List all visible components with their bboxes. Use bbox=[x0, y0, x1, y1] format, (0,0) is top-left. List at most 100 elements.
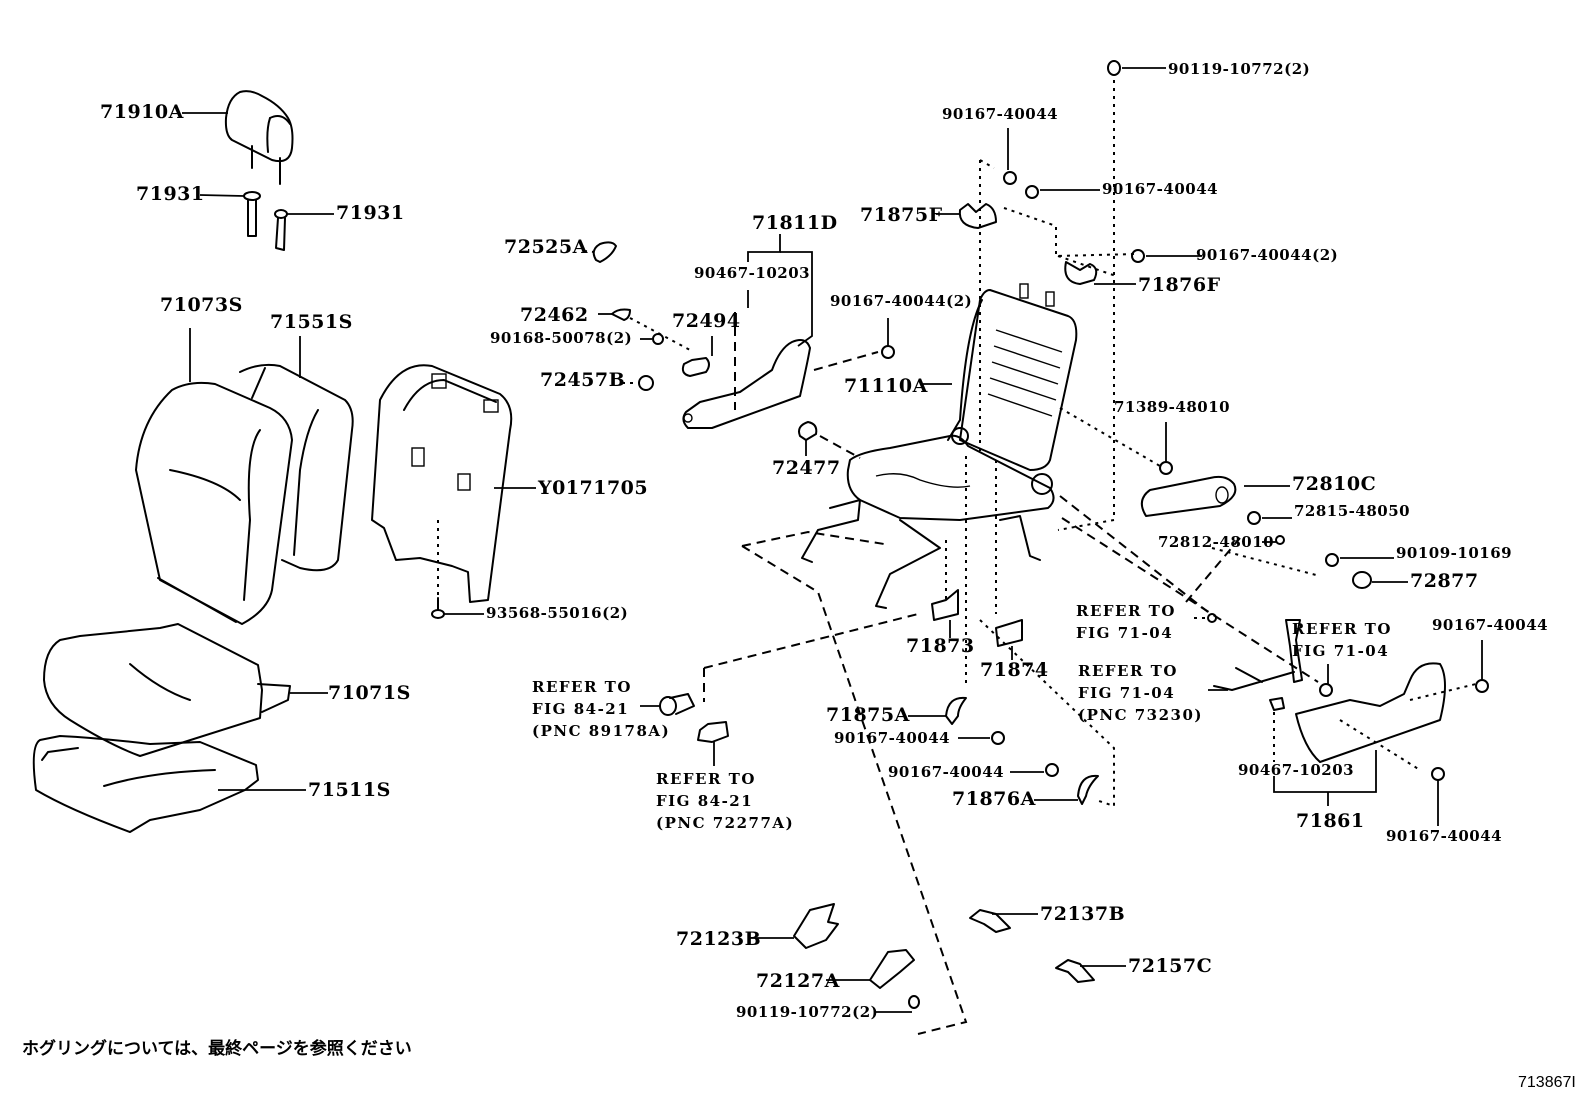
cover-72127A[interactable] bbox=[826, 949, 915, 989]
knob-72494[interactable] bbox=[681, 336, 713, 377]
ref-fig-71-04-b[interactable]: REFER TO FIG 71-04 bbox=[1292, 620, 1392, 660]
connector-89178A[interactable] bbox=[640, 693, 695, 716]
bolt-90167-e[interactable] bbox=[1475, 640, 1489, 693]
seatback-cover[interactable] bbox=[135, 328, 293, 625]
clip-72525A[interactable] bbox=[583, 241, 617, 263]
clip-72277A[interactable] bbox=[697, 721, 729, 766]
label-72157C[interactable]: 72157C bbox=[1128, 955, 1213, 977]
armrest-72810C[interactable] bbox=[1140, 475, 1290, 517]
seatback-board[interactable] bbox=[371, 364, 536, 603]
label-71511S[interactable]: 71511S bbox=[308, 779, 391, 801]
nut-buckle[interactable] bbox=[1319, 664, 1333, 697]
bracket-72137B[interactable] bbox=[969, 909, 1038, 933]
label-71931-right[interactable]: 71931 bbox=[336, 202, 405, 224]
label-72123B[interactable]: 72123B bbox=[676, 928, 762, 950]
label-71874[interactable]: 71874 bbox=[980, 659, 1049, 681]
screw-90168[interactable] bbox=[640, 333, 664, 345]
label-90167-40044-a[interactable]: 90167-40044 bbox=[942, 105, 1059, 123]
label-93568-55016[interactable]: 93568-55016(2) bbox=[486, 604, 629, 622]
label-71873[interactable]: 71873 bbox=[906, 635, 975, 657]
label-71931-left[interactable]: 71931 bbox=[136, 183, 205, 205]
label-71910A[interactable]: 71910A bbox=[100, 101, 184, 123]
label-72810C[interactable]: 72810C bbox=[1292, 473, 1377, 495]
label-90167-40044-f[interactable]: 90167-40044 bbox=[1386, 827, 1503, 845]
bolt-90167-2-right[interactable] bbox=[1131, 249, 1202, 263]
bracket-71874[interactable] bbox=[995, 619, 1023, 660]
label-90167-40044-b[interactable]: 90167-40044 bbox=[1102, 180, 1219, 198]
washer-72815[interactable] bbox=[1247, 511, 1292, 525]
spring-72812[interactable] bbox=[1262, 535, 1285, 545]
label-90167-40044-d[interactable]: 90167-40044 bbox=[888, 763, 1005, 781]
headrest-part[interactable] bbox=[182, 90, 294, 185]
bracket-71873[interactable] bbox=[931, 589, 959, 638]
cover-71876A[interactable] bbox=[1034, 774, 1099, 805]
bolt-90167-a[interactable] bbox=[1003, 128, 1017, 185]
bolt-90167-b[interactable] bbox=[1025, 185, 1100, 199]
cover-71875F[interactable] bbox=[936, 203, 997, 229]
label-72877[interactable]: 72877 bbox=[1410, 570, 1479, 592]
hog-ring-footnote: ホグリングについては、最終ページを参照ください bbox=[22, 1039, 412, 1059]
label-90167-40044-e[interactable]: 90167-40044 bbox=[1432, 616, 1549, 634]
cap-72877[interactable] bbox=[1352, 571, 1408, 589]
clip-72457B[interactable] bbox=[622, 375, 654, 391]
label-71551S[interactable]: 71551S bbox=[270, 311, 353, 333]
bracket-72157C[interactable] bbox=[1055, 959, 1126, 983]
label-72137B[interactable]: 72137B bbox=[1040, 903, 1126, 925]
bolt-90167-2-mid[interactable] bbox=[881, 318, 895, 359]
label-90167-40044-c[interactable]: 90167-40044 bbox=[834, 729, 951, 747]
nut-71389[interactable] bbox=[1159, 422, 1173, 475]
label-90467-10203-top[interactable]: 90467-10203 bbox=[694, 264, 811, 282]
label-71073S[interactable]: 71073S bbox=[160, 294, 243, 316]
ref-fig-84-21-pnc-72277A[interactable]: REFER TO FIG 84-21 (PNC 72277A) bbox=[656, 770, 795, 832]
screw-93568[interactable] bbox=[431, 597, 484, 619]
label-71876F[interactable]: 71876F bbox=[1138, 274, 1221, 296]
ref-fig-71-04-pnc-73230[interactable]: REFER TO FIG 71-04 (PNC 73230) bbox=[1078, 662, 1204, 724]
recliner-cover[interactable] bbox=[682, 312, 811, 429]
label-72815-48050[interactable]: 72815-48050 bbox=[1294, 502, 1411, 520]
label-90119-10772-top[interactable]: 90119-10772(2) bbox=[1168, 60, 1311, 78]
label-90167-40044-2-mid[interactable]: 90167-40044(2) bbox=[830, 292, 973, 310]
bolt-90167-d[interactable] bbox=[1010, 763, 1059, 777]
label-72525A[interactable]: 72525A bbox=[504, 236, 588, 258]
label-72477[interactable]: 72477 bbox=[772, 457, 841, 479]
label-90167-40044-2-right[interactable]: 90167-40044(2) bbox=[1196, 246, 1339, 264]
headrest-guide-left[interactable] bbox=[199, 191, 261, 237]
bolt-90167-f[interactable] bbox=[1431, 767, 1445, 826]
label-72462[interactable]: 72462 bbox=[520, 304, 589, 326]
clip-90467-bottom[interactable] bbox=[1269, 697, 1285, 711]
cover-72123B[interactable] bbox=[750, 903, 839, 949]
label-71389-48010[interactable]: 71389-48010 bbox=[1114, 398, 1231, 416]
ref-fig-84-21-pnc-89178A[interactable]: REFER TO FIG 84-21 (PNC 89178A) bbox=[532, 678, 671, 740]
label-71110A[interactable]: 71110A bbox=[844, 375, 928, 397]
seatback-pad[interactable] bbox=[239, 336, 354, 572]
seat-cushion-cover[interactable] bbox=[43, 623, 328, 757]
label-71071S[interactable]: 71071S bbox=[328, 682, 411, 704]
label-71811D[interactable]: 71811D bbox=[752, 212, 838, 234]
label-90109-10169[interactable]: 90109-10169 bbox=[1396, 544, 1513, 562]
label-71861[interactable]: 71861 bbox=[1296, 810, 1365, 832]
label-72812-48010[interactable]: 72812-48010 bbox=[1158, 533, 1275, 551]
cover-71876F[interactable] bbox=[1064, 261, 1136, 285]
headrest-guide-right[interactable] bbox=[274, 209, 334, 251]
bolt-90109[interactable] bbox=[1325, 553, 1394, 567]
seatbelt-buckle[interactable] bbox=[1194, 613, 1303, 691]
label-Y0171705[interactable]: Y0171705 bbox=[538, 477, 649, 499]
seat-frame[interactable] bbox=[801, 283, 1078, 609]
label-90119-10772-bottom[interactable]: 90119-10772(2) bbox=[736, 1003, 879, 1021]
side-shield-71861[interactable] bbox=[1273, 662, 1446, 806]
label-90168-50078[interactable]: 90168-50078(2) bbox=[490, 329, 633, 347]
bolt-90167-c[interactable] bbox=[958, 731, 1005, 745]
label-72494[interactable]: 72494 bbox=[672, 310, 741, 332]
cover-71875A[interactable] bbox=[908, 696, 967, 725]
bushing-72477[interactable] bbox=[798, 421, 861, 459]
bolt-90119-top[interactable] bbox=[1107, 60, 1166, 76]
label-71875F[interactable]: 71875F bbox=[860, 204, 943, 226]
label-72127A[interactable]: 72127A bbox=[756, 970, 840, 992]
ref-fig-71-04-a[interactable]: REFER TO FIG 71-04 bbox=[1076, 602, 1176, 642]
label-90467-10203-bottom[interactable]: 90467-10203 bbox=[1238, 761, 1355, 779]
label-72457B[interactable]: 72457B bbox=[540, 369, 626, 391]
label-71875A[interactable]: 71875A bbox=[826, 704, 910, 726]
seat-cushion-pad[interactable] bbox=[32, 735, 306, 833]
bolt-90119-bottom[interactable] bbox=[876, 995, 920, 1013]
label-71876A[interactable]: 71876A bbox=[952, 788, 1036, 810]
